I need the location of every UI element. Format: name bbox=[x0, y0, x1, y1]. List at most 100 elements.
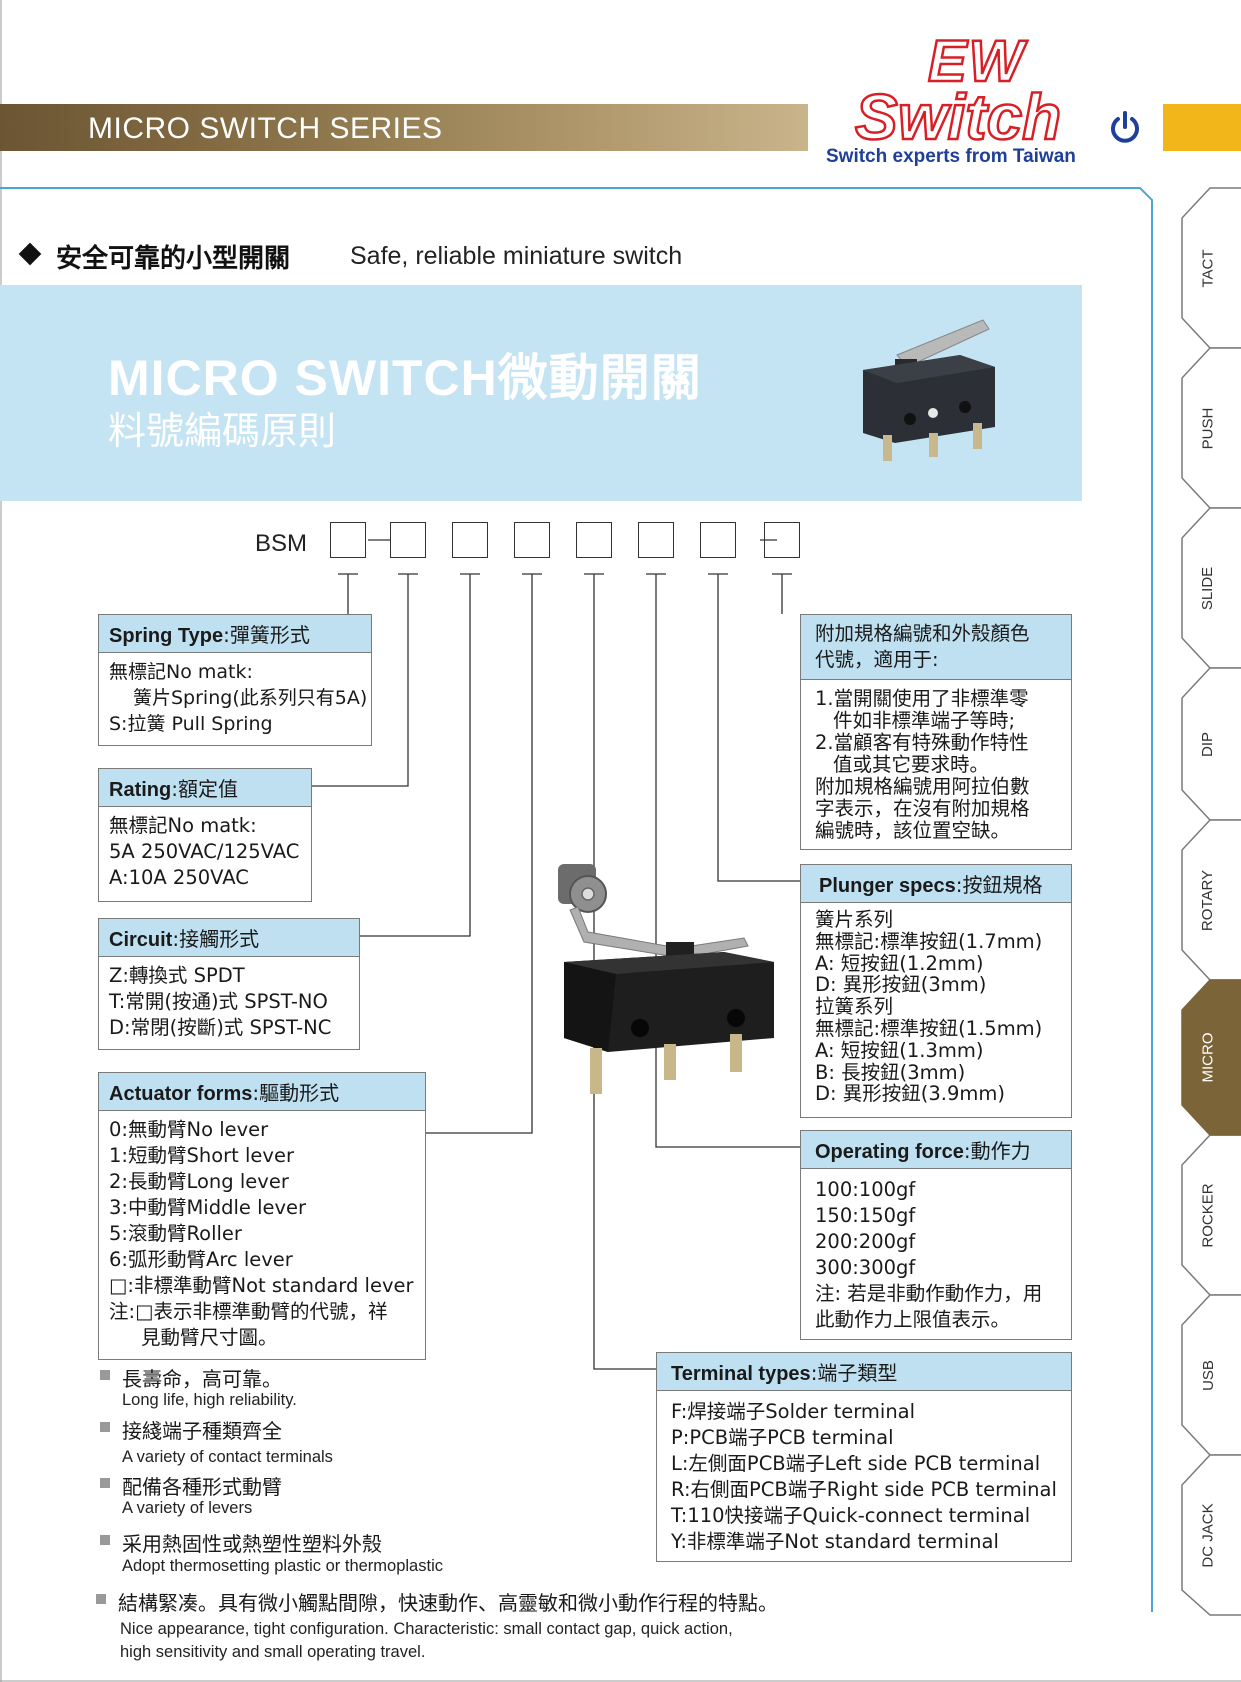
spec-line: 100:100gf bbox=[815, 1178, 916, 1201]
feature-zh: 配備各種形式動臂 bbox=[122, 1475, 282, 1499]
spec-line: 1.當開關使用了非標準零 bbox=[815, 687, 1029, 710]
square-bullet-icon bbox=[100, 1535, 110, 1545]
spec-line: B: 長按鈕(3mm) bbox=[815, 1060, 966, 1084]
series-title: MICRO SWITCH SERIES bbox=[88, 112, 443, 145]
subtitle-zh: 安全可靠的小型開關 bbox=[56, 244, 291, 274]
additional-spec-box: 附加規格編號和外殼顏色 代號，適用于: 1.當開關使用了非標準零 件如非標準端子… bbox=[800, 614, 1072, 850]
spec-line: 無標記:標準按鈕(1.7mm) bbox=[815, 929, 1043, 953]
circuit-box: Circuit:接觸形式 Z:轉換式 SPDT T:常開(按通)式 SPST-N… bbox=[98, 918, 360, 1050]
spec-line: D: 異形按鈕(3mm) bbox=[815, 973, 987, 997]
spec-line: 0:無動臂No lever bbox=[109, 1118, 269, 1141]
spec-line: 編號時，該位置空缺。 bbox=[815, 819, 1011, 842]
heading-zh: :彈簧形式 bbox=[223, 623, 310, 647]
spec-line: 300:300gf bbox=[815, 1256, 916, 1279]
side-tab-dip[interactable]: DIP bbox=[1182, 668, 1234, 820]
feature-zh: 接綫端子種類齊全 bbox=[122, 1419, 282, 1443]
spec-line: 字表示，在沒有附加規格 bbox=[815, 797, 1030, 820]
spec-line: F:焊接端子Solder terminal bbox=[671, 1400, 916, 1423]
spec-line: 3:中動臂Middle lever bbox=[109, 1196, 307, 1219]
feature-zh: 結構緊凑。具有微小觸點間隙，快速動作、高靈敏和微小動作行程的特點。 bbox=[118, 1591, 778, 1615]
heading-line: 代號，適用于: bbox=[815, 648, 939, 671]
side-tab-label: DIP bbox=[1199, 731, 1217, 757]
spec-line: 1:短動臂Short lever bbox=[109, 1144, 294, 1167]
spec-line: R:右側面PCB端子Right side PCB terminal bbox=[671, 1478, 1057, 1501]
side-tab-tact[interactable]: TACT bbox=[1182, 188, 1234, 348]
logo-switch: Switch bbox=[854, 80, 1063, 155]
spring-type-box: Spring Type:彈簧形式 無標記No matk: 簧片Spring(此系… bbox=[98, 614, 372, 746]
spring-type-heading: Spring Type:彈簧形式 bbox=[99, 615, 371, 653]
rating-heading: Rating:額定值 bbox=[99, 769, 311, 807]
spec-line: 附加規格編號用阿拉伯數 bbox=[815, 775, 1030, 798]
heading-line: 附加規格編號和外殼顏色 bbox=[815, 622, 1030, 645]
heading-en: Actuator forms bbox=[109, 1083, 253, 1105]
spec-line: 6:弧形動臂Arc lever bbox=[109, 1248, 293, 1271]
feature-en: Nice appearance, tight configuration. Ch… bbox=[120, 1620, 733, 1638]
heading-zh: :端子類型 bbox=[810, 1361, 898, 1385]
force-heading: Operating force:動作力 bbox=[801, 1131, 1071, 1169]
feature-en: A variety of levers bbox=[122, 1499, 253, 1517]
spec-line: T:常開(按通)式 SPST-NO bbox=[109, 990, 328, 1013]
spec-line: P:PCB端子PCB terminal bbox=[671, 1426, 894, 1449]
square-bullet-icon bbox=[100, 1422, 110, 1432]
spec-line: A: 短按鈕(1.2mm) bbox=[815, 951, 984, 975]
operating-force-box: Operating force:動作力 100:100gf 150:150gf … bbox=[800, 1130, 1072, 1340]
additional-heading: 附加規格編號和外殼顏色 代號，適用于: bbox=[801, 615, 1071, 680]
spec-line: 此動作力上限值表示。 bbox=[815, 1308, 1011, 1331]
spec-line: 注:□表示非標準動臂的代號，祥 bbox=[109, 1300, 388, 1323]
heading-zh: :動作力 bbox=[963, 1139, 1031, 1163]
spec-line: 200:200gf bbox=[815, 1230, 916, 1253]
side-tab-label: ROTARY bbox=[1199, 869, 1217, 931]
side-tab-rocker[interactable]: ROCKER bbox=[1182, 1135, 1234, 1295]
side-tab-label: USB bbox=[1199, 1359, 1217, 1391]
heading-zh: :接觸形式 bbox=[172, 927, 260, 951]
feature-en: Long life, high reliability. bbox=[122, 1391, 297, 1409]
code-box-plunger bbox=[700, 522, 736, 558]
spec-line: A: 短按鈕(1.3mm) bbox=[815, 1038, 984, 1062]
side-tab-label: DC JACK bbox=[1199, 1502, 1217, 1568]
spec-line: Y:非標準端子Not standard terminal bbox=[671, 1530, 999, 1553]
side-tab-label: ROCKER bbox=[1199, 1182, 1217, 1248]
square-bullet-icon bbox=[100, 1370, 110, 1380]
side-tab-push[interactable]: PUSH bbox=[1182, 348, 1234, 508]
side-tab-usb[interactable]: USB bbox=[1182, 1295, 1234, 1455]
spec-line: □:非標準動臂Not standard lever bbox=[109, 1274, 414, 1297]
heading-en: Rating bbox=[109, 779, 172, 801]
heading-en: Circuit bbox=[109, 929, 173, 951]
spec-line: 150:150gf bbox=[815, 1204, 916, 1227]
spec-line: D: 異形按鈕(3.9mm) bbox=[815, 1082, 1006, 1106]
spec-line: 拉簧系列 bbox=[815, 995, 894, 1019]
code-box-additional bbox=[764, 522, 800, 558]
side-tab-dc-jack[interactable]: DC JACK bbox=[1182, 1455, 1234, 1615]
heading-zh: :按鈕規格 bbox=[955, 873, 1043, 897]
spec-line: 件如非標準端子等時; bbox=[833, 709, 1016, 732]
side-tab-label: TACT bbox=[1199, 248, 1217, 288]
square-bullet-icon bbox=[100, 1478, 110, 1488]
micro-switch-roller-image bbox=[558, 864, 774, 1094]
spec-line: T:110快接端子Quick-connect terminal bbox=[671, 1504, 1031, 1527]
code-box-circuit bbox=[452, 522, 488, 558]
code-box-rating bbox=[390, 522, 426, 558]
spec-line: 注: 若是非動作動作力，用 bbox=[815, 1282, 1043, 1305]
rating-box: Rating:額定值 無標記No matk: 5A 250VAC/125VAC … bbox=[98, 768, 312, 902]
code-box-force bbox=[638, 522, 674, 558]
square-bullet-icon bbox=[96, 1594, 106, 1604]
power-icon bbox=[1111, 111, 1139, 143]
spec-line: 值或其它要求時。 bbox=[833, 753, 990, 776]
side-tab-slide[interactable]: SLIDE bbox=[1182, 508, 1234, 668]
spec-line: 無標記:標準按鈕(1.5mm) bbox=[815, 1016, 1043, 1040]
actuator-forms-box: Actuator forms:驅動形式 0:無動臂No lever 1:短動臂S… bbox=[98, 1072, 426, 1360]
plunger-heading: Plunger specs:按鈕規格 bbox=[801, 865, 1071, 903]
heading-en: Terminal types bbox=[671, 1363, 811, 1385]
spec-line: 見動臂尺寸圖。 bbox=[141, 1326, 278, 1349]
feature-en: A variety of contact terminals bbox=[122, 1448, 333, 1466]
side-tab-label: SLIDE bbox=[1199, 566, 1217, 610]
plunger-specs-box: Plunger specs:按鈕規格 簧片系列 無標記:標準按鈕(1.7mm) … bbox=[800, 864, 1072, 1118]
banner-title: MICRO SWITCH微動開關 bbox=[108, 350, 702, 406]
terminal-heading: Terminal types:端子類型 bbox=[657, 1353, 1071, 1391]
side-tab-rotary[interactable]: ROTARY bbox=[1182, 820, 1234, 980]
logo-tagline: Switch experts from Taiwan bbox=[826, 146, 1076, 167]
side-tab-micro[interactable]: MICRO bbox=[1182, 980, 1234, 1135]
subtitle-en: Safe, reliable miniature switch bbox=[350, 242, 683, 270]
heading-en: Spring Type bbox=[109, 625, 224, 647]
